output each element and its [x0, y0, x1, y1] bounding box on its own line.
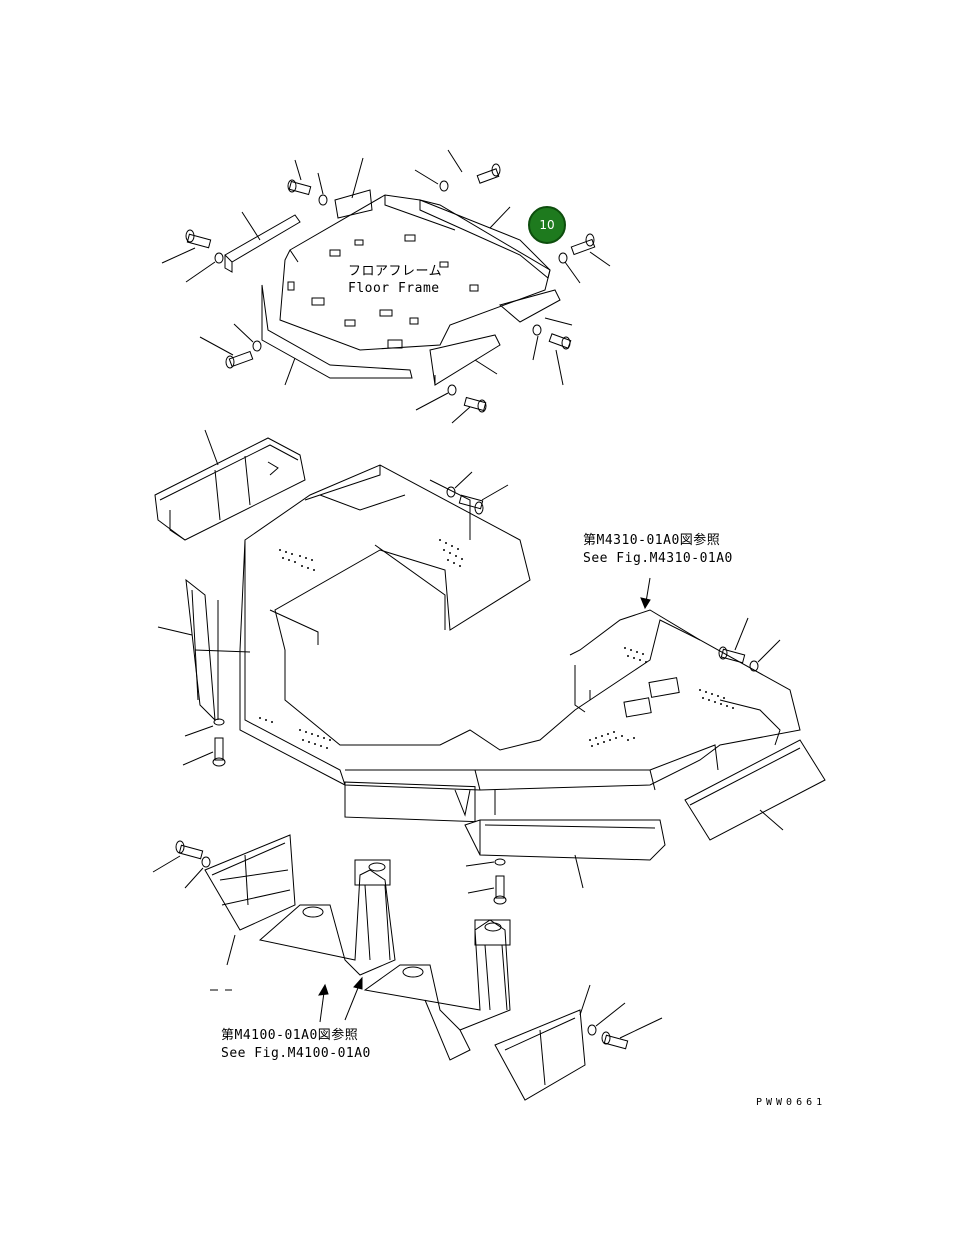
- step-bracket-left: [154, 437, 306, 541]
- center-channel: [464, 790, 666, 861]
- side-cover-right: [684, 739, 826, 841]
- reference-bottom-jp: 第M4100-01A0図参照: [221, 1028, 359, 1043]
- reference-right-en: See Fig.M4310-01A0: [583, 551, 733, 566]
- step-plate-lower-left: [204, 834, 296, 931]
- floor-frame-plate: [279, 194, 551, 351]
- reference-right-jp: 第M4310-01A0図参照: [583, 533, 721, 548]
- callout-badge[interactable]: 10: [528, 206, 566, 244]
- floor-frame-label-en: Floor Frame: [348, 281, 440, 296]
- step-plate-lower-right: [494, 1009, 586, 1101]
- floor-frame-label-jp: フロアフレーム: [348, 264, 443, 279]
- floor-frame-leader-lines: [161, 149, 611, 424]
- support-column-left: [258, 859, 396, 976]
- support-column-right: [363, 919, 511, 1061]
- reference-bottom-en: See Fig.M4100-01A0: [221, 1046, 371, 1061]
- drawing-code: PWW0661: [756, 1097, 827, 1108]
- floor-frame-bolts: [185, 163, 596, 413]
- lower-frame-bolts: [175, 840, 629, 1050]
- lower-frame-leader-lines: [152, 855, 663, 1039]
- floor-frame-brackets: [224, 189, 561, 386]
- main-frame-leader-lines: [157, 429, 784, 894]
- main-frame-body: [239, 464, 801, 823]
- vent-hole-patterns: [259, 539, 734, 749]
- main-frame-bolts: [212, 486, 759, 905]
